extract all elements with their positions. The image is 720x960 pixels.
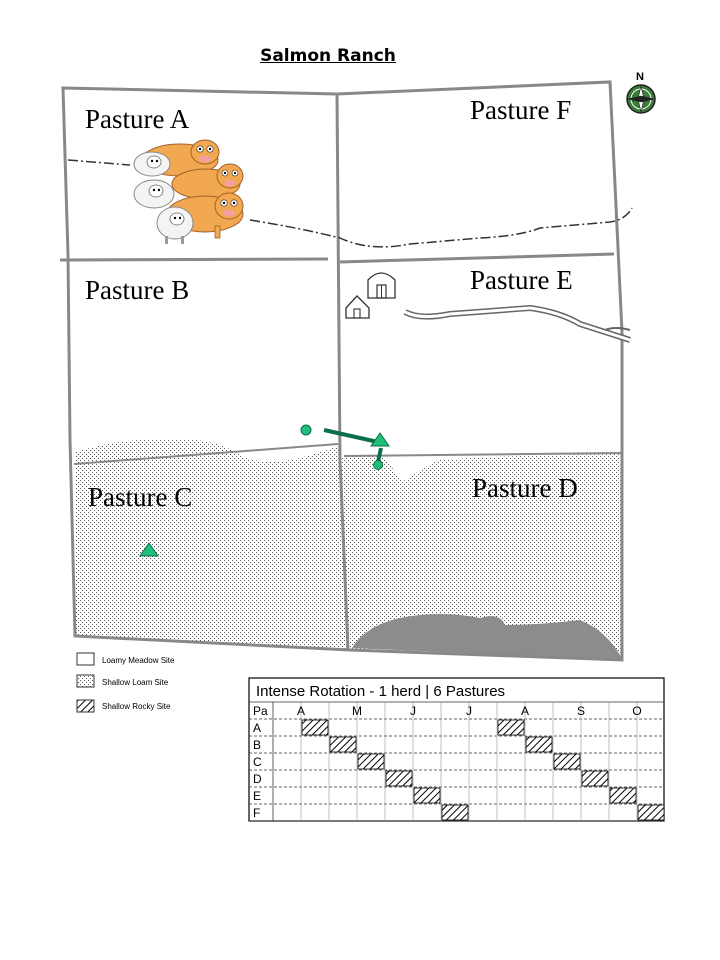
legend-swatch-loamy xyxy=(76,652,95,666)
pasture-label: Pasture E xyxy=(470,265,573,295)
pasture-label: Pasture C xyxy=(88,482,192,512)
shallow-rocky-area xyxy=(352,614,622,660)
shallow-loam-area xyxy=(75,439,623,660)
fence-line xyxy=(335,93,342,461)
table-header-cell: A xyxy=(297,704,305,718)
trail-line xyxy=(67,159,633,248)
table-header-cell: A xyxy=(521,704,529,718)
table-header-cell: S xyxy=(577,704,585,718)
grazing-period-cell xyxy=(301,719,329,736)
grazing-period-cell xyxy=(581,770,609,787)
water-point-icon xyxy=(373,460,383,470)
grazing-period-cell xyxy=(553,753,581,770)
legend: Loamy Meadow Site Shallow Loam Site Shal… xyxy=(76,652,175,713)
table-row-label: A xyxy=(253,721,261,735)
grazing-period-cell xyxy=(357,753,385,770)
grazing-period-cell xyxy=(497,719,525,736)
compass-label: N xyxy=(636,71,644,83)
table-header-cell: J xyxy=(410,704,416,718)
table-header-cell: J xyxy=(466,704,472,718)
grazing-period-cell xyxy=(637,804,665,821)
table-header-cell: M xyxy=(352,704,362,718)
road xyxy=(404,306,631,342)
schedule-title: Intense Rotation - 1 herd | 6 Pastures xyxy=(256,683,505,700)
table-row-label: E xyxy=(253,789,261,803)
pasture-label: Pasture D xyxy=(472,473,578,503)
table-row-label: B xyxy=(253,738,261,752)
fence-line xyxy=(338,459,350,651)
table-header-cell: Pa xyxy=(253,704,268,718)
legend-label: Shallow Loam Site xyxy=(102,678,169,687)
map-title: Salmon Ranch xyxy=(260,46,396,66)
fence-line xyxy=(59,257,329,262)
road xyxy=(403,304,631,343)
grazing-period-cell xyxy=(329,736,357,753)
table-row-label: C xyxy=(253,755,262,769)
table-header-cell: O xyxy=(632,704,641,718)
water-tank-icon xyxy=(139,542,159,557)
legend-swatch-shallow-rocky xyxy=(76,699,95,713)
pasture-label: Pasture A xyxy=(85,104,190,134)
table-row-label: D xyxy=(253,772,262,786)
legend-label: Shallow Rocky Site xyxy=(102,702,171,711)
fence-line xyxy=(339,252,615,264)
grazing-period-cell xyxy=(385,770,413,787)
pasture-label: Pasture F xyxy=(470,95,571,125)
water-point-icon xyxy=(300,424,312,436)
legend-label: Loamy Meadow Site xyxy=(102,656,175,665)
house-icon xyxy=(345,295,370,319)
grazing-period-cell xyxy=(525,736,553,753)
pasture-label: Pasture B xyxy=(85,275,189,305)
table-row-label: F xyxy=(253,806,260,820)
road-branch xyxy=(604,327,631,331)
legend-swatch-shallow-loam xyxy=(76,674,95,688)
compass-rose-icon xyxy=(626,84,656,114)
pipeline xyxy=(376,447,383,463)
fence-line xyxy=(73,443,339,465)
grazing-period-cell xyxy=(441,804,469,821)
grazing-period-cell xyxy=(609,787,637,804)
barn-icon xyxy=(367,272,396,299)
ranch-boundary xyxy=(61,80,624,662)
rotation-schedule-table: Intense Rotation - 1 herd | 6 Pastures P… xyxy=(248,677,665,822)
grazing-period-cell xyxy=(413,787,441,804)
pipeline xyxy=(323,428,379,444)
fence-line xyxy=(343,452,623,457)
livestock-herd-icon xyxy=(133,139,244,244)
water-tank-icon xyxy=(370,432,390,447)
